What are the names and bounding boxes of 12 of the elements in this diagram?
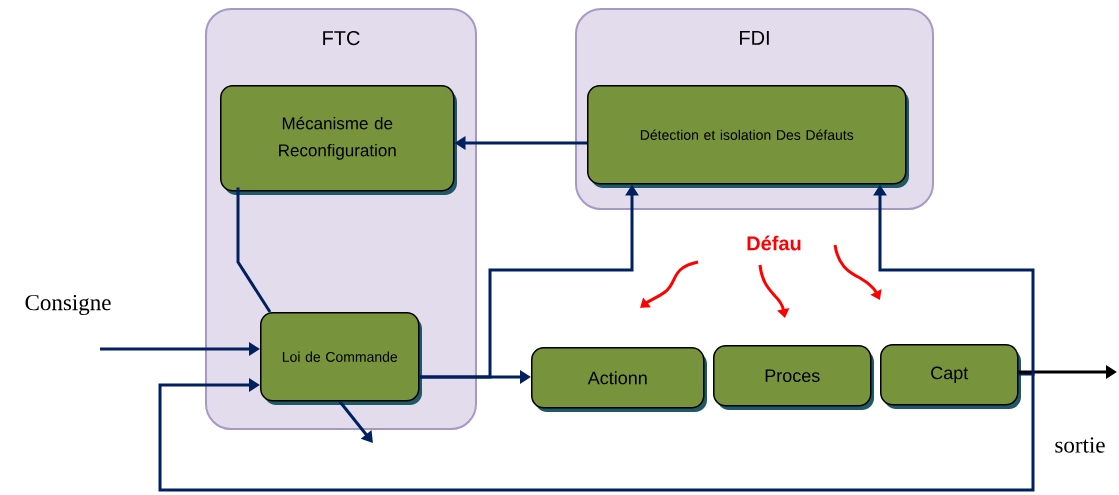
process-box: Loi de Commande	[260, 312, 422, 405]
process-box: Capt	[880, 344, 1021, 409]
label: sortie	[1055, 437, 1105, 453]
process-box: Actionn	[531, 347, 707, 412]
process-box: Détection et isolation Des Défauts	[587, 85, 909, 188]
connector-line	[236, 187, 272, 313]
process-box: Proces	[713, 345, 874, 410]
arrow	[158, 374, 1035, 492]
arrow	[338, 400, 373, 443]
process-box: Mécanisme de Reconfiguration	[220, 85, 457, 195]
label: Défau	[747, 235, 801, 251]
label: Consigne	[25, 294, 111, 316]
